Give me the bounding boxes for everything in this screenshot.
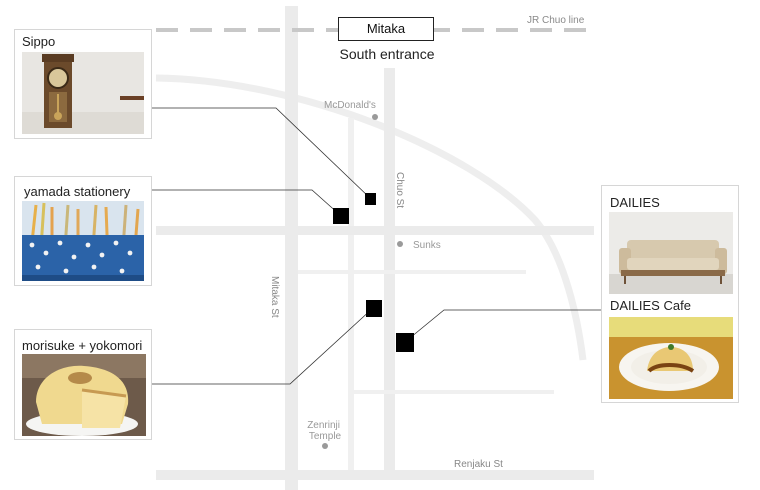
photo-dailies-sofa <box>609 212 733 294</box>
shop-card-yamada-stationery[interactable]: yamada stationery <box>14 176 152 286</box>
landmark-temple-dot <box>322 443 328 449</box>
road-minor-1 <box>298 270 526 274</box>
shop-card-morisuke-yokomori[interactable]: morisuke + yokomori <box>14 329 152 440</box>
shop-name-morisuke-yokomori: morisuke + yokomori <box>22 338 143 353</box>
curved-road <box>155 74 587 361</box>
street-label-renjaku: Renjaku St <box>454 459 503 470</box>
road-renjaku-st <box>156 470 594 480</box>
photo-chiffon-cake <box>22 354 146 436</box>
leader-line-sippo <box>152 107 371 199</box>
photo-dailies-cafe-dish <box>609 317 733 399</box>
road-minor-2 <box>354 390 554 394</box>
street-label-mitaka: Mitaka St <box>269 276 280 318</box>
shop-card-sippo[interactable]: Sippo <box>14 29 152 139</box>
landmark-mcdonalds: McDonald's <box>324 100 376 111</box>
shop-name-yamada-stationery: yamada stationery <box>24 184 131 199</box>
station-mitaka: Mitaka <box>338 17 434 41</box>
leader-line-morisuke <box>152 307 374 385</box>
railway-label: JR Chuo line <box>527 15 585 26</box>
photo-yamada-pencils <box>22 201 144 281</box>
station-entrance-label: South entrance <box>339 46 435 62</box>
marker-morisuke-yokomori[interactable] <box>366 300 382 317</box>
road-east-west <box>156 226 594 235</box>
marker-sippo[interactable] <box>365 193 376 205</box>
photo-sippo-wall-clock <box>22 52 144 134</box>
leader-line-yamada <box>152 189 341 216</box>
road-mitaka-st <box>285 6 298 490</box>
shop-name-dailies-cafe: DAILIES Cafe <box>610 298 691 313</box>
leader-line-dailies <box>404 309 603 343</box>
shop-name-dailies: DAILIES <box>610 195 660 210</box>
street-label-chuo: Chuo St <box>394 172 405 208</box>
marker-dailies[interactable] <box>396 333 414 352</box>
road-side-vertical <box>348 118 354 470</box>
marker-yamada-stationery[interactable] <box>333 208 349 224</box>
shop-card-dailies[interactable]: DAILIES DAILIES Cafe <box>601 185 739 403</box>
landmark-sunks: Sunks <box>413 240 441 251</box>
landmark-sunks-dot <box>397 241 403 247</box>
landmark-zenrinji-temple: Zenrinji Temple <box>307 420 343 442</box>
shop-name-sippo: Sippo <box>22 34 56 49</box>
landmark-mcdonalds-dot <box>372 114 378 120</box>
